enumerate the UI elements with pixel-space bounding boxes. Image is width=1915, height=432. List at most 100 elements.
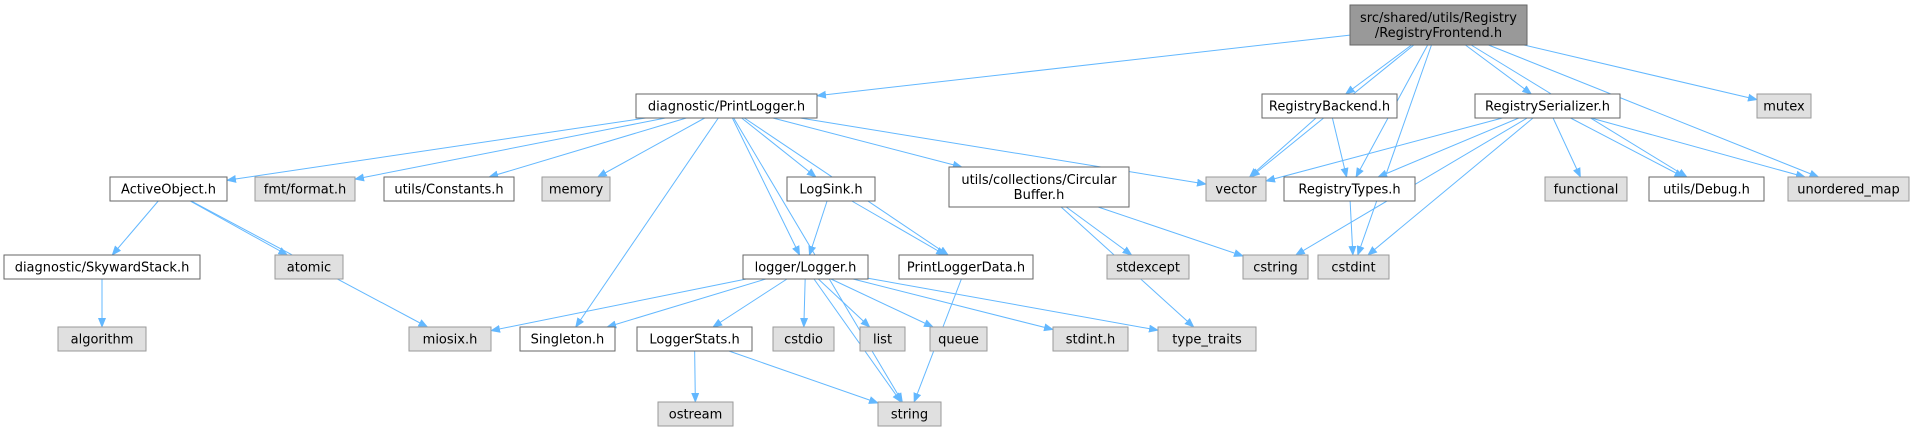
edge-printlogger-to-vector bbox=[800, 117, 1207, 187]
edge-root-to-printlogger bbox=[816, 34, 1351, 99]
node-cstring-label-0: cstring bbox=[1253, 261, 1297, 276]
node-debug-label-0: utils/Debug.h bbox=[1663, 183, 1750, 198]
node-unorderedmap-box bbox=[1787, 176, 1910, 202]
node-printloggerdata[interactable]: PrintLoggerData.h bbox=[898, 254, 1034, 280]
node-registrybackend[interactable]: RegistryBackend.h bbox=[1261, 93, 1398, 119]
node-cstdint-box bbox=[1317, 254, 1390, 280]
node-queue: queue bbox=[929, 326, 988, 352]
node-functional: functional bbox=[1544, 176, 1628, 202]
node-vector: vector bbox=[1205, 176, 1267, 202]
edge-logger-to-singleton bbox=[606, 278, 766, 329]
node-cstdio-label-0: cstdio bbox=[784, 333, 823, 348]
edge-registryserializer-to-registrytypes bbox=[1377, 117, 1520, 178]
node-functional-box bbox=[1544, 176, 1628, 202]
node-fmtformat: fmt/format.h bbox=[254, 176, 356, 202]
node-loggerstats[interactable]: LoggerStats.h bbox=[636, 326, 753, 352]
edge-root-to-cstdint bbox=[1356, 44, 1432, 256]
node-stdinth-label-0: stdint.h bbox=[1066, 333, 1115, 348]
node-loggerstats-box bbox=[636, 326, 753, 352]
node-stdexcept-box bbox=[1106, 254, 1190, 280]
node-printlogger-label-0: diagnostic/PrintLogger.h bbox=[648, 100, 805, 115]
node-activeobject[interactable]: ActiveObject.h bbox=[109, 176, 228, 202]
edge-printlogger-to-constants bbox=[488, 117, 687, 179]
node-logsink[interactable]: LogSink.h bbox=[786, 176, 876, 202]
node-mutex: mutex bbox=[1756, 93, 1812, 119]
node-stdinth: stdint.h bbox=[1052, 326, 1129, 352]
nodes-layer: src/shared/utils/Registry/RegistryFronte… bbox=[3, 4, 1910, 427]
node-debug-box bbox=[1648, 176, 1765, 202]
node-root[interactable]: src/shared/utils/Registry/RegistryFronte… bbox=[1349, 4, 1528, 46]
edge-registryserializer-to-debug bbox=[1570, 117, 1685, 178]
edge-registrytypes-to-cstdint bbox=[1348, 200, 1357, 256]
edge-logger-to-loggerstats bbox=[712, 278, 788, 328]
node-circularbuffer-box bbox=[948, 166, 1130, 208]
node-string-box bbox=[877, 401, 942, 427]
node-memory-box bbox=[541, 176, 611, 202]
node-logger-label-0: logger/Logger.h bbox=[755, 261, 857, 276]
node-algorithm: algorithm bbox=[57, 326, 147, 352]
edge-registryserializer-to-cstdint bbox=[1367, 117, 1534, 256]
edge-loggerstats-to-ostream bbox=[691, 350, 700, 403]
node-memory-label-0: memory bbox=[549, 183, 604, 198]
edge-activeobject-to-atomic bbox=[189, 200, 289, 256]
node-algorithm-box bbox=[57, 326, 147, 352]
node-mutex-box bbox=[1756, 93, 1812, 119]
edge-circularbuffer-to-cstring bbox=[1097, 206, 1244, 257]
node-skywardstack-box bbox=[3, 254, 201, 280]
node-printlogger[interactable]: diagnostic/PrintLogger.h bbox=[635, 93, 818, 119]
node-skywardstack[interactable]: diagnostic/SkywardStack.h bbox=[3, 254, 201, 280]
node-singleton-label-0: Singleton.h bbox=[531, 333, 605, 348]
node-registryserializer-label-0: RegistrySerializer.h bbox=[1485, 100, 1610, 115]
node-miosix-box bbox=[408, 326, 492, 352]
node-functional-label-0: functional bbox=[1554, 183, 1619, 198]
node-vector-box bbox=[1205, 176, 1267, 202]
edge-printlogger-to-logger bbox=[731, 117, 801, 256]
node-skywardstack-label-0: diagnostic/SkywardStack.h bbox=[15, 261, 190, 276]
node-miosix-label-0: miosix.h bbox=[423, 333, 478, 348]
node-registryserializer[interactable]: RegistrySerializer.h bbox=[1474, 93, 1621, 119]
edge-logger-to-queue bbox=[830, 278, 934, 328]
node-fmtformat-label-0: fmt/format.h bbox=[264, 183, 346, 198]
node-algorithm-label-0: algorithm bbox=[71, 333, 134, 348]
edge-printlogger-to-circularbuffer bbox=[772, 117, 963, 169]
node-atomic: atomic bbox=[274, 254, 344, 280]
node-root-box bbox=[1349, 4, 1528, 46]
node-logger[interactable]: logger/Logger.h bbox=[742, 254, 869, 280]
edge-printlogger-to-singleton bbox=[575, 117, 719, 328]
edge-circularbuffer-to-stdexcept bbox=[1065, 206, 1133, 256]
edge-activeobject-to-skywardstack bbox=[111, 200, 159, 256]
node-queue-label-0: queue bbox=[938, 333, 979, 348]
node-activeobject-box bbox=[109, 176, 228, 202]
edge-logger-to-typetraits bbox=[867, 277, 1159, 333]
edge-root-to-mutex bbox=[1523, 44, 1758, 102]
node-singleton[interactable]: Singleton.h bbox=[519, 326, 616, 352]
node-typetraits-box bbox=[1157, 326, 1257, 352]
node-printlogger-box bbox=[635, 93, 818, 119]
node-fmtformat-box bbox=[254, 176, 356, 202]
edge-root-to-registrybackend bbox=[1344, 44, 1412, 95]
node-unorderedmap-label-0: unordered_map bbox=[1797, 183, 1900, 198]
node-constants[interactable]: utils/Constants.h bbox=[383, 176, 515, 202]
edge-registrybackend-to-vector bbox=[1248, 117, 1317, 178]
edge-registryserializer-to-functional bbox=[1552, 117, 1581, 178]
edge-logger-to-list bbox=[817, 278, 871, 328]
node-logsink-box bbox=[786, 176, 876, 202]
node-stdexcept: stdexcept bbox=[1106, 254, 1190, 280]
node-loggerstats-label-0: LoggerStats.h bbox=[649, 333, 739, 348]
edge-printlogger-to-fmtformat bbox=[354, 117, 666, 182]
node-list-box bbox=[859, 326, 906, 352]
edge-loggerstats-to-string bbox=[728, 350, 879, 404]
node-ostream-box bbox=[657, 401, 734, 427]
node-circularbuffer-label-1: Buffer.h bbox=[1014, 188, 1065, 203]
node-constants-label-0: utils/Constants.h bbox=[394, 183, 503, 198]
node-mutex-label-0: mutex bbox=[1763, 100, 1805, 115]
node-root-label-0: src/shared/utils/Registry bbox=[1360, 11, 1517, 26]
node-debug[interactable]: utils/Debug.h bbox=[1648, 176, 1765, 202]
node-ostream-label-0: ostream bbox=[669, 408, 723, 423]
node-registryserializer-box bbox=[1474, 93, 1621, 119]
node-registrytypes[interactable]: RegistryTypes.h bbox=[1283, 176, 1416, 202]
node-singleton-box bbox=[519, 326, 616, 352]
node-logger-box bbox=[742, 254, 869, 280]
node-vector-label-0: vector bbox=[1215, 183, 1257, 198]
